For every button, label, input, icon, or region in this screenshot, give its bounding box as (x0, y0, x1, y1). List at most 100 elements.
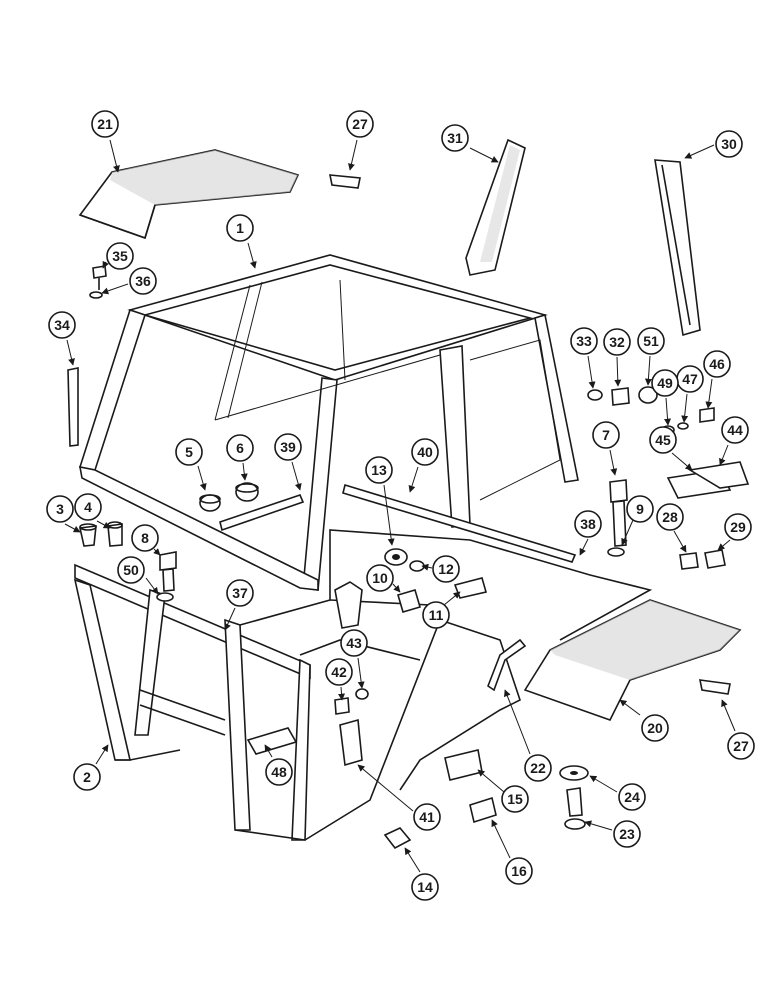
callout-circle (637, 327, 665, 355)
callout-circle (131, 524, 159, 552)
callout-label: 39 (280, 439, 296, 455)
callout-circle (441, 124, 469, 152)
callout-leader (96, 520, 111, 529)
callout-label: 13 (371, 462, 387, 478)
callout-label: 8 (141, 530, 149, 546)
callout-leader (109, 139, 120, 173)
callout-label: 50 (123, 562, 139, 578)
callout-circle (226, 434, 254, 462)
callout-label: 32 (609, 334, 625, 350)
callout-leader (469, 147, 499, 163)
callout-circle (715, 130, 743, 158)
callout-leader (66, 339, 75, 366)
callout-label: 49 (657, 375, 673, 391)
callout-leader (408, 466, 419, 493)
callout-circle (505, 857, 533, 885)
callout-leader (421, 563, 433, 571)
callout-label: 45 (655, 432, 671, 448)
callout-label: 3 (56, 501, 64, 517)
callout-leader (684, 144, 715, 159)
callout-leader (621, 519, 634, 546)
callout-leader (609, 449, 618, 476)
callout-leader (264, 744, 273, 758)
callout-label: 5 (185, 444, 193, 460)
callout-leader (291, 461, 302, 491)
callout-label: 24 (624, 789, 640, 805)
callout-leader (383, 484, 395, 546)
cab-frame-part (78, 254, 579, 591)
callout-leader (145, 577, 159, 595)
roof-cover-part (78, 149, 300, 240)
callout-label: 22 (530, 760, 546, 776)
callout-leader (491, 819, 511, 859)
callout-circle (117, 556, 145, 584)
callout-leader (671, 452, 693, 471)
seal-strip-part (67, 367, 79, 447)
callout-circle (413, 803, 441, 831)
callout-label: 37 (232, 585, 248, 601)
pillar-trim-part (465, 138, 526, 276)
callout-leader (64, 523, 81, 533)
rear-pillar-trim-part (654, 159, 701, 337)
callout-label: 23 (619, 826, 635, 842)
callout-circle (325, 658, 353, 686)
callout-circle (618, 783, 646, 811)
callout-circle (226, 214, 254, 242)
callout-label: 9 (636, 501, 644, 517)
callout-circle (274, 433, 302, 461)
callout-circle (703, 350, 731, 378)
callout-leader (614, 356, 622, 387)
callout-circle (574, 510, 602, 538)
callout-label: 16 (511, 863, 527, 879)
callout-circle (346, 110, 374, 138)
callout-label: 27 (352, 116, 368, 132)
callout-circle (649, 426, 677, 454)
callout-leader (719, 444, 729, 466)
clip-bottom-part (698, 679, 731, 695)
hardware-parts (79, 265, 750, 850)
callout-circle (106, 242, 134, 270)
callout-circle (74, 493, 102, 521)
callout-leader (338, 686, 346, 701)
callout-leader (153, 548, 161, 556)
callout-label: 21 (97, 116, 113, 132)
rear-cover-part (523, 599, 742, 721)
callout-label: 27 (733, 738, 749, 754)
callout-leader (664, 397, 672, 426)
callout-leader (619, 699, 641, 716)
callout-circle (265, 758, 293, 786)
callout-label: 10 (372, 570, 388, 586)
callout-label: 1 (236, 220, 244, 236)
callout-label: 30 (721, 136, 737, 152)
callout-leader (102, 260, 109, 269)
callout-circle (411, 873, 439, 901)
callout-circle (626, 495, 654, 523)
callout-circle (226, 579, 254, 607)
callout-circle (91, 110, 119, 138)
callout-leader (348, 139, 358, 171)
callout-label: 2 (83, 769, 91, 785)
callout-label: 48 (271, 764, 287, 780)
callout-leader (357, 764, 414, 812)
callout-circle (641, 714, 669, 742)
callout-label: 38 (580, 516, 596, 532)
callout-leader (197, 465, 207, 491)
callout-label: 51 (643, 333, 659, 349)
callout-label: 33 (576, 333, 592, 349)
callout-label: 47 (682, 371, 698, 387)
callout-leader (404, 847, 421, 873)
strips-39-40 (219, 483, 577, 563)
callout-label: 42 (331, 664, 347, 680)
callout-circle (366, 564, 394, 592)
callout-leader (443, 591, 461, 606)
callout-leader (717, 539, 731, 551)
callout-label: 40 (417, 444, 433, 460)
cab-floor-part (239, 529, 653, 841)
callout-leader (681, 393, 689, 423)
callout-label: 41 (419, 809, 435, 825)
callout-circle (422, 601, 450, 629)
callout-leader (673, 530, 687, 553)
callout-leader (247, 242, 257, 269)
callout-label: 11 (429, 607, 444, 623)
